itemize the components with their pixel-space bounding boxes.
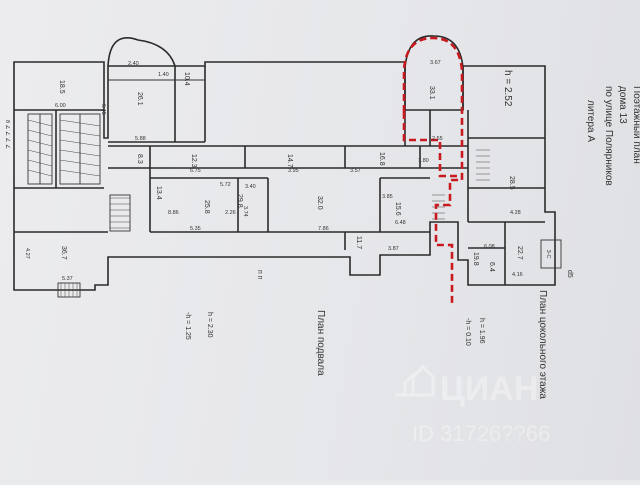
interior-walls <box>14 66 545 285</box>
dim-room-r: 2.26 <box>225 210 236 216</box>
area-r4: 33.1 <box>428 86 435 100</box>
dim-room-f: 3.57 <box>350 168 361 174</box>
title-line-3: по улице Полярников <box>603 86 614 186</box>
dim-room-l: 7.86 <box>318 226 329 232</box>
cellar-h: h = 2.30 <box>206 312 213 338</box>
area-r18: 11.7 <box>355 236 362 249</box>
watermark-id: ID 31726??66 <box>412 421 550 446</box>
dim-room-a: 5.88 <box>135 136 146 142</box>
area-r14: 19.8 <box>472 252 479 266</box>
floor-mark: п п <box>256 270 263 280</box>
area-r7: 14.7 <box>286 154 293 168</box>
area-r6: 12.3 <box>190 154 197 168</box>
area-r10: 25.8 <box>203 200 210 214</box>
highlighted-premises-outline <box>402 36 464 305</box>
dim-room-k: 5.37 <box>62 276 73 282</box>
dim-room-o: 4.16 <box>512 272 523 278</box>
socle-plan-caption: План цокольного этажа <box>537 290 548 399</box>
stairs-socle <box>432 194 445 220</box>
dim-room-t: 8.86 <box>168 210 179 216</box>
stairs-entrance <box>57 282 81 298</box>
dim-arch-right: 3.67 <box>430 60 441 66</box>
title-line-4: литера А <box>585 100 596 142</box>
dim-room-u: 1.80 <box>418 158 429 164</box>
stairs-right <box>476 149 490 181</box>
dim-arch-left2: 1.40 <box>158 72 169 78</box>
area-r17: 8.3 <box>136 154 143 164</box>
socle-h: h = 1.96 <box>478 318 485 344</box>
area-r5: 28.5 <box>508 176 515 190</box>
socle-heights: h = 1.96 -h = 0.10 <box>464 318 485 346</box>
dim-corridor: 6.00 <box>55 103 66 109</box>
area-r8: 16.8 <box>378 152 385 166</box>
cellar-neg-h: -h = 1.25 <box>184 312 191 340</box>
area-r2: 26.1 <box>136 92 143 106</box>
area-r15: 13.4 <box>155 186 162 200</box>
cellar-heights: h = 2.30 -h = 1.25 <box>184 312 213 340</box>
area-r11: 36.7 <box>60 246 67 260</box>
area-r13: 22.7 <box>516 246 523 260</box>
dimensions: 2.40 1.40 3.67 6.00 5.45 5.88 6.75 3.95 … <box>24 60 523 282</box>
stairs-left <box>109 194 131 232</box>
dim-left-wall: 5.45 <box>100 104 106 115</box>
socle-title: План цокольного этажа <box>537 290 548 399</box>
title-line-2: дома 13 <box>617 86 628 124</box>
dim-room-j: 4.27 <box>24 248 30 259</box>
section-mark: 3-С <box>545 250 551 259</box>
dim-room-q: 3.74 <box>242 206 248 217</box>
title-block: Поэтажный план дома 13 по улице Полярник… <box>585 86 640 186</box>
area-r1: 18.5 <box>58 80 65 94</box>
dim-room-m: 6.48 <box>395 220 406 226</box>
area-r19: 6.4 <box>488 262 495 272</box>
room-areas: 18.5 26.1 10.4 33.1 28.5 12.3 14.7 16.8 … <box>58 72 523 272</box>
dim-room-c: 3.95 <box>288 168 299 174</box>
margin-mark: 8 ∠ ∠ ∠ ∠ <box>4 120 11 149</box>
room-height-label: h = 2.52 <box>502 70 513 107</box>
dim-arch-left: 2.40 <box>128 61 139 67</box>
section-mark-box: 3-С <box>540 239 562 269</box>
dim-room-p: 3.87 <box>388 246 399 252</box>
dim-room-b: 6.75 <box>190 168 201 174</box>
watermark: ЦИАН ID 31726??66 <box>395 364 550 446</box>
dim-room-d: 5.72 <box>220 182 231 188</box>
area-r16: 29.8 <box>236 194 243 208</box>
area-r3: 10.4 <box>183 72 190 86</box>
annotation-d5: d5 <box>566 270 573 278</box>
title-line-1: Поэтажный план <box>631 86 640 164</box>
dim-room-i: 5.35 <box>190 226 201 232</box>
cellar-title: План подвала <box>315 310 326 376</box>
cellar-plan-caption: План подвала <box>315 310 326 376</box>
watermark-brand: ЦИАН <box>440 370 538 408</box>
cian-logo-icon <box>395 364 435 397</box>
dim-room-e: 3.40 <box>245 184 256 190</box>
area-r9: 32.0 <box>316 196 323 210</box>
toilet-block <box>27 113 101 185</box>
dim-room-s: 6.08 <box>484 244 495 250</box>
dim-room-h: 2.55 <box>432 136 443 142</box>
left-margin-marks: 8 ∠ ∠ ∠ ∠ <box>4 120 11 149</box>
socle-neg-h: -h = 0.10 <box>464 318 471 346</box>
dim-room-g: 3.85 <box>382 194 393 200</box>
dim-room-n: 4.28 <box>510 210 521 216</box>
area-r12: 15.6 <box>394 202 401 216</box>
